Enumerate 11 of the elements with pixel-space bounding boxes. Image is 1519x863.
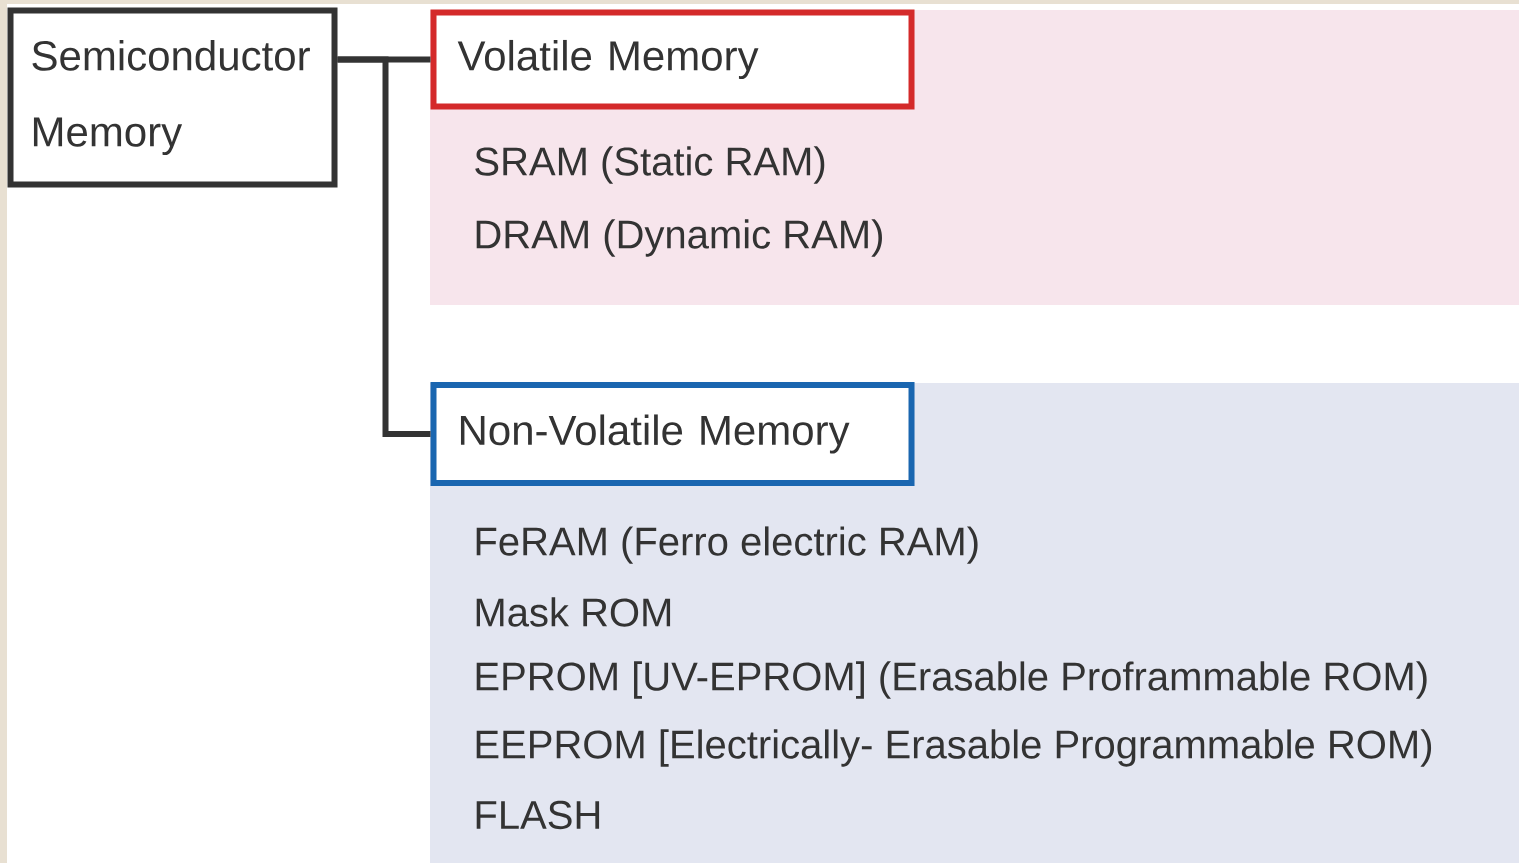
list-item: EPROM [UV-EPROM] (Erasable Proframmable ROM)	[476, 661, 1427, 699]
list-item: EEPROM [Electrically- Erasable Programmable ROM)	[476, 729, 1432, 767]
list-item: Mask ROM	[476, 597, 671, 627]
list-item: SRAM (Static RAM)	[475, 146, 825, 184]
list-item: FLASH	[476, 800, 600, 830]
category-box: Non-Volatile Memory	[430, 382, 915, 486]
connector-line	[337, 56, 431, 437]
category-box: Volatile Memory	[430, 9, 915, 110]
category-box: Semiconductor Memory	[7, 7, 338, 188]
list-item: FeRAM (Ferro electric RAM)	[476, 526, 978, 564]
list-item: DRAM (Dynamic RAM)	[476, 219, 882, 257]
